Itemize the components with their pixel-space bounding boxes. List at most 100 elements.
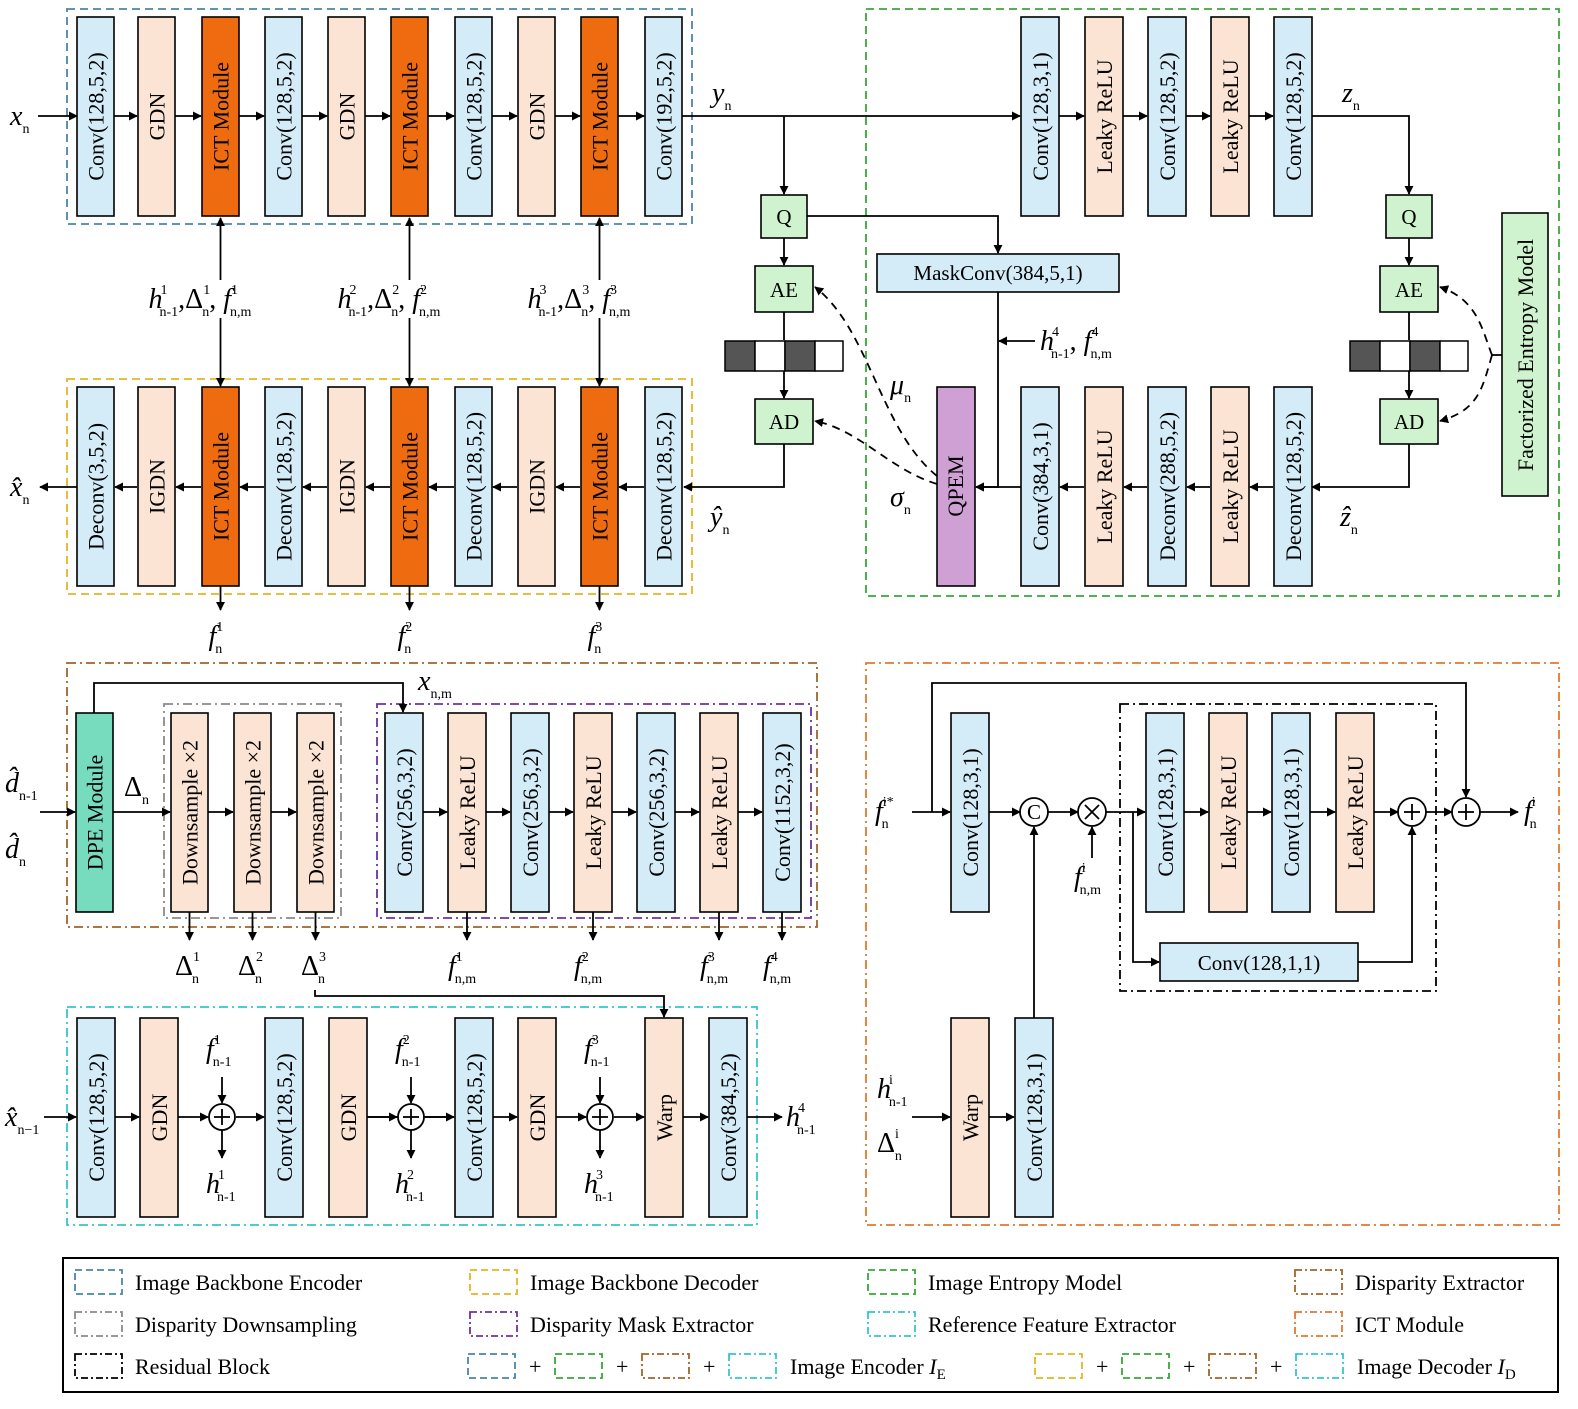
hyper-decoder-block-0	[1020, 386, 1060, 587]
mask-block-6-label: Conv(1152,3,2)	[770, 743, 795, 882]
legend-plus: +	[1096, 1354, 1108, 1379]
encoder-block-4	[327, 16, 366, 217]
reference-block-3	[328, 1017, 368, 1218]
legend-plus: +	[703, 1354, 715, 1379]
bitstream-cell	[1439, 340, 1469, 372]
delta-n-label: Δn	[124, 772, 149, 808]
mask-block-3	[573, 712, 613, 913]
mu-label: μn	[889, 370, 911, 406]
reference-block-1-label: GDN	[147, 1094, 172, 1142]
legend-plus: +	[529, 1354, 541, 1379]
hyper-encoder-block-3-label: Leaky ReLU	[1218, 59, 1243, 173]
legend-swatch	[1294, 1269, 1343, 1295]
encoder-block-8-label: ICT Module	[588, 62, 613, 171]
legend-label: ICT Module	[1355, 1312, 1464, 1337]
hyper-encoder-block-1	[1084, 16, 1124, 217]
x-hat-prev-label: x̂n−1	[4, 1102, 39, 1138]
downsample-block-2	[296, 712, 335, 913]
reference-block-6	[644, 1017, 684, 1218]
decoder-block-3	[264, 386, 303, 587]
bitstream-cell	[724, 340, 756, 372]
legend-swatch	[867, 1311, 916, 1337]
hyper-decoder-block-0-label: Conv(384,3,1)	[1028, 422, 1053, 550]
entropy-frame	[865, 8, 1560, 597]
legend-swatch	[74, 1311, 123, 1337]
factorized-entropy-model	[1501, 212, 1549, 497]
f-i-star-label: fi*n	[875, 795, 894, 832]
dpe-module-label: DPE Module	[83, 755, 108, 871]
hyper-decoder-block-4	[1273, 386, 1313, 587]
decoder-block-9	[644, 386, 683, 587]
bitstream-cell	[1349, 340, 1381, 372]
mask-frame	[376, 703, 812, 919]
d-hat-label: d̂n	[5, 833, 26, 870]
legend-plus: +	[1270, 1354, 1282, 1379]
maskconv-label: MaskConv(384,5,1)	[913, 261, 1082, 285]
mask-block-2-label: Conv(256,3,2)	[518, 748, 543, 876]
legend-label: Image Backbone Encoder	[135, 1270, 363, 1295]
hyper-encoder-block-2	[1147, 16, 1187, 217]
qpem-block	[936, 386, 976, 587]
arith-encoder-z-label: AE	[1395, 278, 1423, 302]
reference-frame	[66, 1006, 758, 1226]
ict-residual-block-2	[1271, 712, 1311, 913]
hyper-decoder-block-1-label: Leaky ReLU	[1092, 429, 1117, 543]
y-n-label: yn	[709, 78, 731, 114]
arith-encoder-y-label: AE	[770, 278, 798, 302]
reference-block-0	[76, 1017, 116, 1218]
ict-conv-in-label: Conv(128,3,1)	[958, 748, 983, 876]
legend-swatch	[1294, 1311, 1343, 1337]
encoder-block-0	[76, 16, 115, 217]
reference-block-7-label: Conv(384,5,2)	[716, 1053, 741, 1181]
legend-swatch	[1295, 1353, 1344, 1379]
legend-swatch	[469, 1311, 518, 1337]
encoder-block-3	[264, 16, 303, 217]
reference-block-4	[454, 1017, 494, 1218]
legend-label: Disparity Downsampling	[135, 1312, 357, 1337]
downsample-block-0-label: Downsample ×2	[178, 740, 203, 885]
decoder-block-2	[201, 386, 240, 587]
bitstream-cell	[1409, 340, 1441, 372]
legend-label: Image Backbone Decoder	[530, 1270, 759, 1295]
legend-plus: +	[1183, 1354, 1195, 1379]
d-hat-prev-label: d̂n-1	[5, 767, 38, 804]
encoder-block-4-label: GDN	[335, 93, 360, 141]
quantizer-z	[1385, 194, 1433, 239]
decoder-block-8-label: ICT Module	[588, 432, 613, 541]
arith-decoder-z-label: AD	[1394, 410, 1424, 434]
x-nm-label: xn,m	[417, 666, 452, 702]
reference-block-6-label: Warp	[652, 1094, 677, 1141]
mask-block-2	[510, 712, 550, 913]
decoder-block-7-label: IGDN	[525, 459, 550, 514]
decoder-block-1-label: IGDN	[145, 459, 170, 514]
legend-image-decoder: Image Decoder ID	[1357, 1354, 1516, 1383]
encoder-block-1-label: GDN	[145, 93, 170, 141]
legend-image-encoder: Image Encoder IE	[790, 1354, 946, 1383]
decoder-block-0	[76, 386, 115, 587]
ict-residual-block-0-label: Conv(128,3,1)	[1153, 748, 1178, 876]
decoder-block-4	[327, 386, 366, 587]
ict-skip-conv	[1159, 942, 1359, 982]
encoder-block-8	[580, 16, 619, 217]
encoder-block-1	[137, 16, 176, 217]
legend-label: Residual Block	[135, 1354, 270, 1379]
mask-block-0-label: Conv(256,3,2)	[392, 748, 417, 876]
reference-block-5	[517, 1017, 557, 1218]
legend-swatch	[1034, 1353, 1083, 1379]
